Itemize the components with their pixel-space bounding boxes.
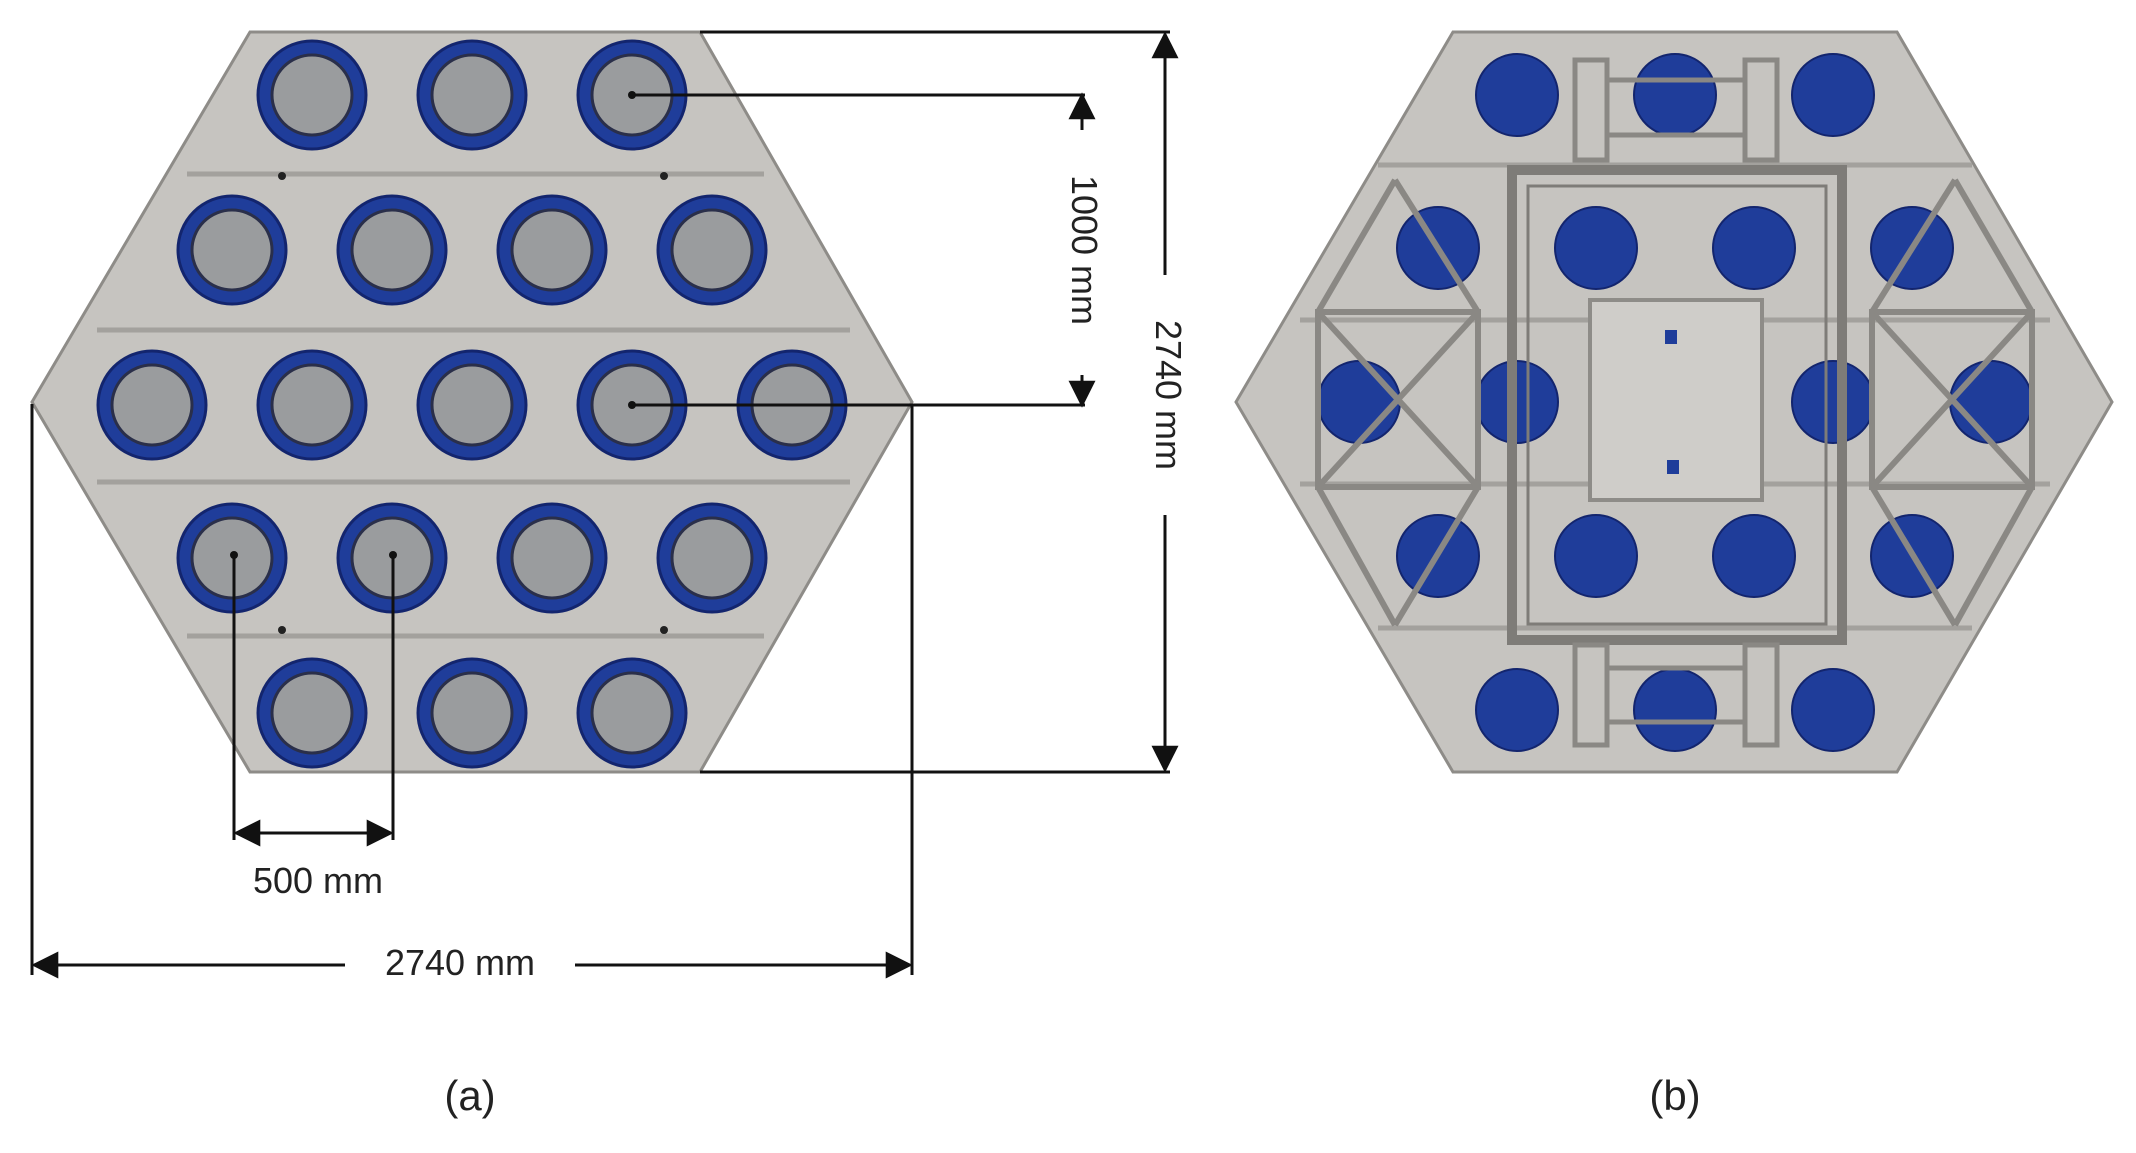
- panel-b-central-block: [1588, 298, 1764, 502]
- panel-b-caption: (b): [1649, 1072, 1700, 1119]
- port-ring: [496, 502, 608, 614]
- panel-b-right-truss: [1869, 178, 2035, 627]
- port-ring: [416, 349, 528, 461]
- port-disc: [1317, 360, 1401, 444]
- panel-a: 1000 mm 2740 mm 500 mm 2740 mm (a): [30, 30, 1189, 1119]
- port-disc: [1554, 206, 1638, 290]
- port-disc: [1633, 53, 1717, 137]
- panel-b: (b): [1234, 30, 2114, 1119]
- port-ring: [256, 349, 368, 461]
- port-ring: [656, 502, 768, 614]
- port-ring: [496, 194, 608, 306]
- dim-label-500mm: 500 mm: [253, 860, 383, 901]
- port-ring: [256, 657, 368, 769]
- panel-b-top-bracket: [1572, 57, 1780, 163]
- port-disc: [1475, 53, 1559, 137]
- port-ring: [576, 657, 688, 769]
- panel-b-central-frame: [1507, 165, 1847, 645]
- port-disc: [1791, 53, 1875, 137]
- port-disc: [1712, 514, 1796, 598]
- port-disc: [1475, 668, 1559, 752]
- port-disc: [1554, 514, 1638, 598]
- panel-a-ports: [96, 39, 848, 769]
- port-ring: [176, 194, 288, 306]
- panel-b-left-truss: [1315, 178, 1481, 627]
- panel-b-bottom-bracket: [1572, 642, 1780, 748]
- dim-label-2740mm-horizontal: 2740 mm: [385, 942, 535, 983]
- panel-a-row-seams: [97, 171, 850, 639]
- port-ring: [336, 194, 448, 306]
- port-ring: [256, 39, 368, 151]
- port-disc: [1791, 668, 1875, 752]
- port-disc: [1791, 360, 1875, 444]
- dim-label-1000mm: 1000 mm: [1064, 175, 1105, 325]
- port-ring: [96, 349, 208, 461]
- port-ring: [416, 657, 528, 769]
- panel-a-dimension-lines: [30, 30, 1179, 979]
- panel-a-dimension-dots: [230, 91, 636, 559]
- port-disc: [1712, 206, 1796, 290]
- port-ring: [416, 39, 528, 151]
- port-ring: [656, 194, 768, 306]
- dim-label-2740mm-vertical: 2740 mm: [1148, 320, 1189, 470]
- port-disc: [1949, 360, 2033, 444]
- panel-a-caption: (a): [444, 1072, 495, 1119]
- port-disc: [1633, 668, 1717, 752]
- panel-a-bolt-holes: [278, 172, 668, 634]
